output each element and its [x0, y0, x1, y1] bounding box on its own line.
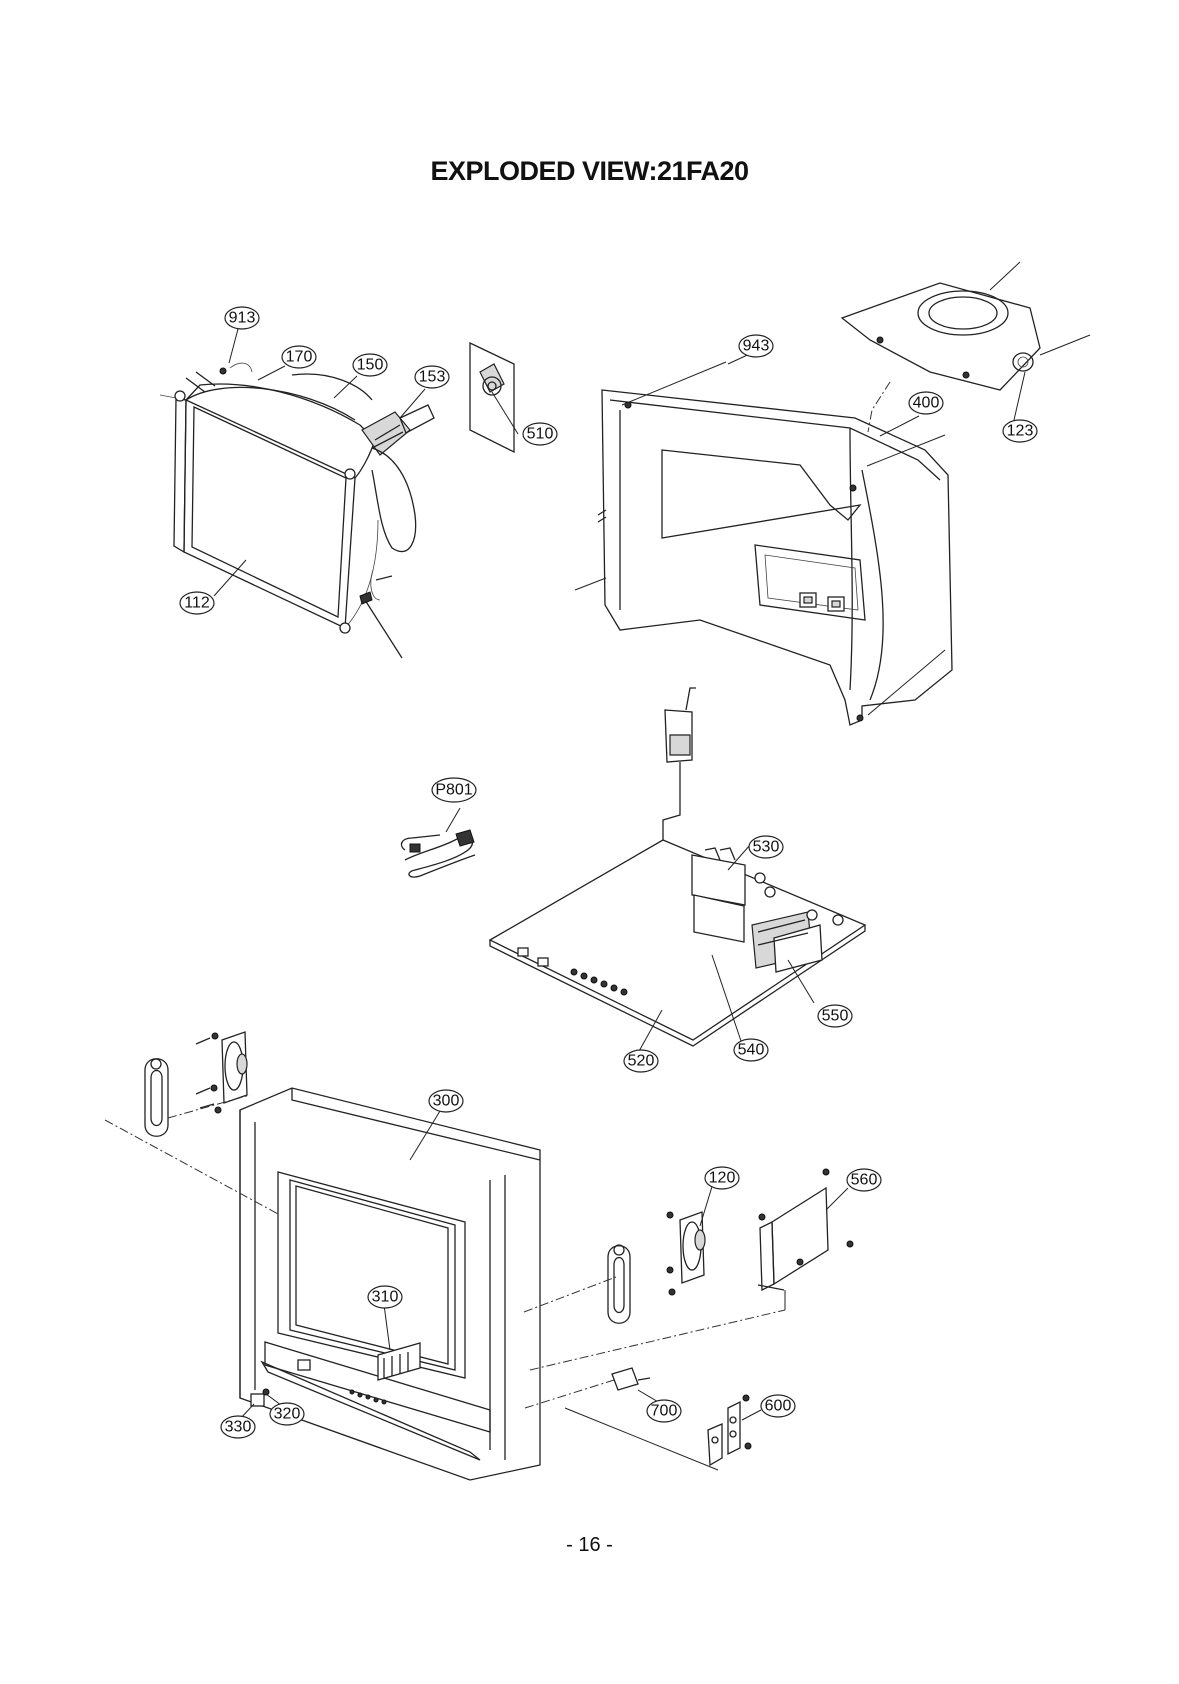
- power-switch: [612, 1368, 650, 1390]
- callout-310: 310: [368, 1286, 402, 1308]
- callout-153: 153: [415, 366, 449, 388]
- power-cord: [401, 830, 475, 877]
- svg-text:170: 170: [286, 349, 313, 366]
- svg-text:150: 150: [357, 357, 384, 374]
- callout-112: 112: [180, 592, 214, 614]
- callout-170: 170: [282, 346, 316, 368]
- speaker-left: [145, 1032, 247, 1136]
- callout-600: 600: [761, 1395, 795, 1417]
- svg-text:330: 330: [225, 1419, 252, 1436]
- svg-text:120: 120: [709, 1170, 736, 1187]
- callout-120: 120: [705, 1167, 739, 1189]
- side-av-board: [758, 1169, 853, 1290]
- svg-text:510: 510: [527, 426, 554, 443]
- svg-text:320: 320: [274, 1406, 301, 1423]
- svg-text:700: 700: [651, 1403, 678, 1420]
- speaker-right: [608, 1212, 705, 1323]
- svg-text:153: 153: [419, 369, 446, 386]
- jack-board: [708, 1395, 751, 1465]
- svg-text:P801: P801: [435, 782, 472, 799]
- callout-550: 550: [818, 1005, 852, 1027]
- callout-530: 530: [749, 836, 783, 858]
- crt-socket-board: [470, 343, 514, 452]
- callout-540: 540: [734, 1039, 768, 1061]
- svg-text:560: 560: [851, 1172, 878, 1189]
- svg-text:943: 943: [743, 338, 770, 355]
- callout-150: 150: [353, 354, 387, 376]
- svg-text:913: 913: [229, 310, 256, 327]
- svg-text:300: 300: [433, 1093, 460, 1110]
- svg-text:123: 123: [1007, 423, 1034, 440]
- callout-560: 560: [847, 1169, 881, 1191]
- back-cover: [575, 362, 952, 725]
- callout-400: 400: [909, 392, 943, 414]
- callout-330: 330: [221, 1416, 255, 1438]
- page-number: - 16 -: [0, 1534, 1179, 1557]
- callout-300: 300: [429, 1090, 463, 1112]
- callout-943: 943: [739, 335, 773, 357]
- svg-text:112: 112: [184, 595, 210, 612]
- callout-510: 510: [523, 423, 557, 445]
- svg-text:550: 550: [822, 1008, 849, 1025]
- callout-P801: P801: [432, 778, 476, 802]
- picture-tube-assembly: [174, 363, 434, 658]
- callout-320: 320: [270, 1403, 304, 1425]
- callout-123: 123: [1003, 420, 1037, 442]
- callout-700: 700: [647, 1400, 681, 1422]
- svg-text:400: 400: [913, 395, 940, 412]
- svg-text:600: 600: [765, 1398, 792, 1415]
- main-board: [490, 688, 865, 1046]
- callout-913: 913: [225, 307, 259, 329]
- svg-text:530: 530: [753, 839, 780, 856]
- svg-text:540: 540: [738, 1042, 765, 1059]
- back-cover-top: [842, 262, 1090, 432]
- svg-text:520: 520: [628, 1053, 655, 1070]
- callout-520: 520: [624, 1050, 658, 1072]
- svg-text:310: 310: [372, 1289, 399, 1306]
